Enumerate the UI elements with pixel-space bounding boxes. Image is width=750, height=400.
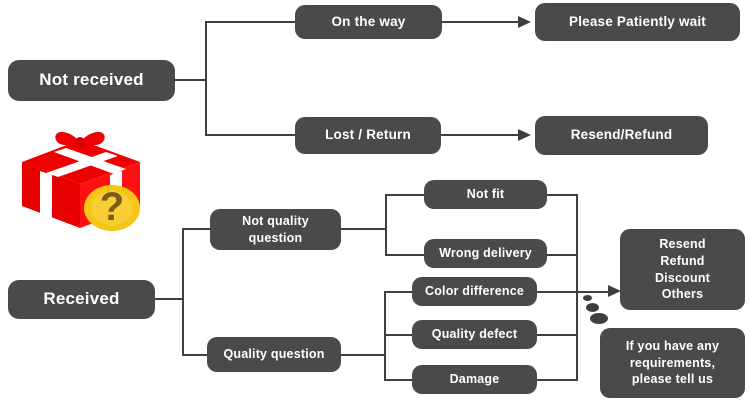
node-on-the-way-label: On the way [331,13,406,29]
connector-nqq-split [385,194,387,256]
ellipsis-dot-1 [583,295,592,301]
connector-to-not-quality-question [182,228,212,230]
connector-to-on-the-way [205,21,297,23]
connector-qq-to-damage [384,379,414,381]
node-please-patiently-wait[interactable]: Please Patiently wait [535,3,740,41]
node-color-difference-label: Color difference [424,284,525,299]
node-resend-refund[interactable]: Resend/Refund [535,116,708,155]
connector-received-stem [155,298,183,300]
node-outcomes-label-line3: Discount [654,270,711,285]
node-requirements-note-line1: If you have any [625,338,720,353]
connector-to-quality-question [182,354,209,356]
connector-on-the-way-to-wait [442,21,522,23]
gift-box-question-icon: ? [14,124,146,234]
connector-not-fit-out [547,194,578,196]
node-not-fit[interactable]: Not fit [424,180,547,209]
connector-qq-to-color-difference [384,291,414,293]
node-quality-question[interactable]: Quality question [207,337,341,372]
connector-not-received-stem [175,79,206,81]
connector-lost-return-to-resend [441,134,522,136]
node-not-fit-label: Not fit [466,187,505,202]
node-requirements-note[interactable]: If you have any requirements, please tel… [600,328,745,398]
connector-qq-to-quality-defect [384,334,414,336]
node-color-difference[interactable]: Color difference [412,277,537,306]
node-outcomes[interactable]: Resend Refund Discount Others [620,229,745,310]
connector-not-received-trunk [205,21,207,136]
arrow-to-outcomes [608,285,621,297]
node-on-the-way[interactable]: On the way [295,5,442,39]
node-not-received[interactable]: Not received [8,60,175,101]
connector-qq-stem [341,354,385,356]
ellipsis-dot-3 [590,313,608,324]
node-requirements-note-line3: please tell us [631,372,714,387]
arrow-lost-return-to-resend [518,129,531,141]
node-please-patiently-wait-label: Please Patiently wait [568,13,706,29]
node-not-received-label: Not received [39,70,144,90]
connector-right-collector-rail [576,194,578,381]
ellipsis-dot-2 [586,303,599,312]
connector-nqq-stem [341,228,386,230]
arrow-on-the-way-to-wait [518,16,531,28]
node-received-label: Received [43,289,120,309]
connector-to-lost-return [205,134,297,136]
node-not-quality-question[interactable]: Not quality question [210,209,341,250]
connector-nqq-to-wrong-delivery [385,254,425,256]
node-received[interactable]: Received [8,280,155,319]
connector-nqq-to-not-fit [385,194,425,196]
node-outcomes-label-line4: Others [661,287,704,302]
node-wrong-delivery-label: Wrong delivery [439,246,532,261]
connector-color-difference-to-outcomes [537,291,613,293]
node-damage[interactable]: Damage [412,365,537,394]
node-quality-defect-label: Quality defect [431,327,518,342]
node-resend-refund-label: Resend/Refund [570,127,673,143]
node-wrong-delivery[interactable]: Wrong delivery [424,239,547,268]
node-quality-defect[interactable]: Quality defect [412,320,537,349]
svg-text:?: ? [100,185,124,229]
node-quality-question-label: Quality question [223,347,325,362]
connector-qq-split [384,291,386,381]
node-requirements-note-line2: requirements, [629,355,716,370]
node-outcomes-label-line1: Resend [659,236,706,251]
connector-wrong-delivery-out [547,254,578,256]
node-lost-return[interactable]: Lost / Return [295,117,441,154]
node-damage-label: Damage [449,372,500,387]
connector-received-trunk [182,228,184,356]
node-lost-return-label: Lost / Return [325,127,411,143]
node-not-quality-question-label-line2: question [248,230,303,245]
node-outcomes-label-line2: Refund [660,253,705,268]
node-not-quality-question-label-line1: Not quality [242,213,309,228]
connector-quality-defect-out [537,334,578,336]
connector-damage-out [537,379,578,381]
